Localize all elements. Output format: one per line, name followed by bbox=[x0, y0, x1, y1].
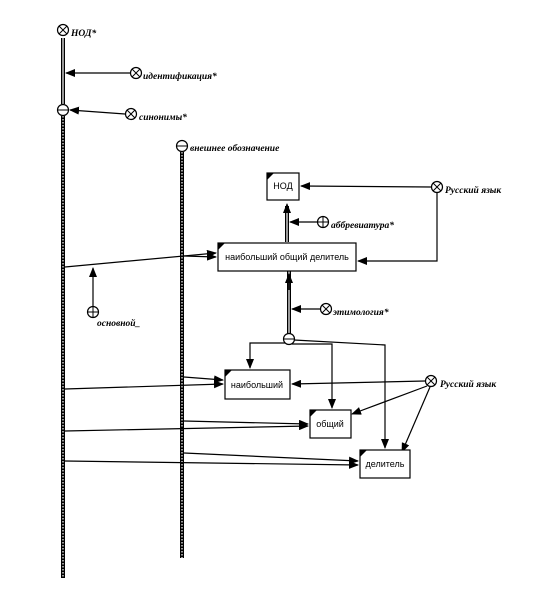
node-russkiy-top bbox=[430, 180, 444, 194]
node-osnovnoy bbox=[86, 305, 100, 319]
label-nod-root: НОД* bbox=[70, 28, 97, 39]
box-naibolshiy-text: наибольший bbox=[231, 380, 283, 390]
box-obshchiy-text: общий bbox=[316, 419, 344, 429]
box-nod-full: наибольший общий делитель bbox=[217, 242, 357, 272]
node-vneshnee bbox=[175, 139, 189, 153]
node-russkiy-bottom bbox=[424, 374, 438, 388]
label-russkiy-top: Русский язык bbox=[445, 185, 502, 196]
label-abbreviatura: аббревиатура* bbox=[331, 220, 394, 231]
box-nod-text: НОД bbox=[273, 181, 292, 191]
box-nod-full-text: наибольший общий делитель bbox=[225, 252, 349, 262]
label-identifikaciya: идентификация* bbox=[143, 71, 217, 82]
box-delitel-text: делитель bbox=[366, 459, 405, 469]
node-sinonimy bbox=[124, 107, 138, 121]
node-etimologiya-junction bbox=[282, 332, 296, 346]
label-russkiy-bottom: Русский язык bbox=[440, 379, 497, 390]
box-delitel: делитель bbox=[359, 449, 411, 479]
box-nod: НОД bbox=[266, 172, 300, 201]
node-identifikaciya bbox=[129, 66, 143, 80]
label-sinonimy: синонимы* bbox=[139, 112, 187, 123]
label-etimologiya: этимология* bbox=[332, 307, 389, 318]
node-sinonimy-junction bbox=[56, 103, 70, 117]
box-naibolshiy: наибольший bbox=[224, 369, 291, 400]
node-abbreviatura bbox=[316, 215, 330, 229]
arcs bbox=[64, 69, 438, 469]
node-etimologiya bbox=[319, 302, 333, 316]
node-nod-root bbox=[56, 23, 70, 37]
box-obshchiy: общий bbox=[309, 409, 352, 439]
label-osnovnoy: основной_ bbox=[97, 318, 141, 329]
label-vneshnee: внешнее обозначение bbox=[190, 143, 280, 154]
